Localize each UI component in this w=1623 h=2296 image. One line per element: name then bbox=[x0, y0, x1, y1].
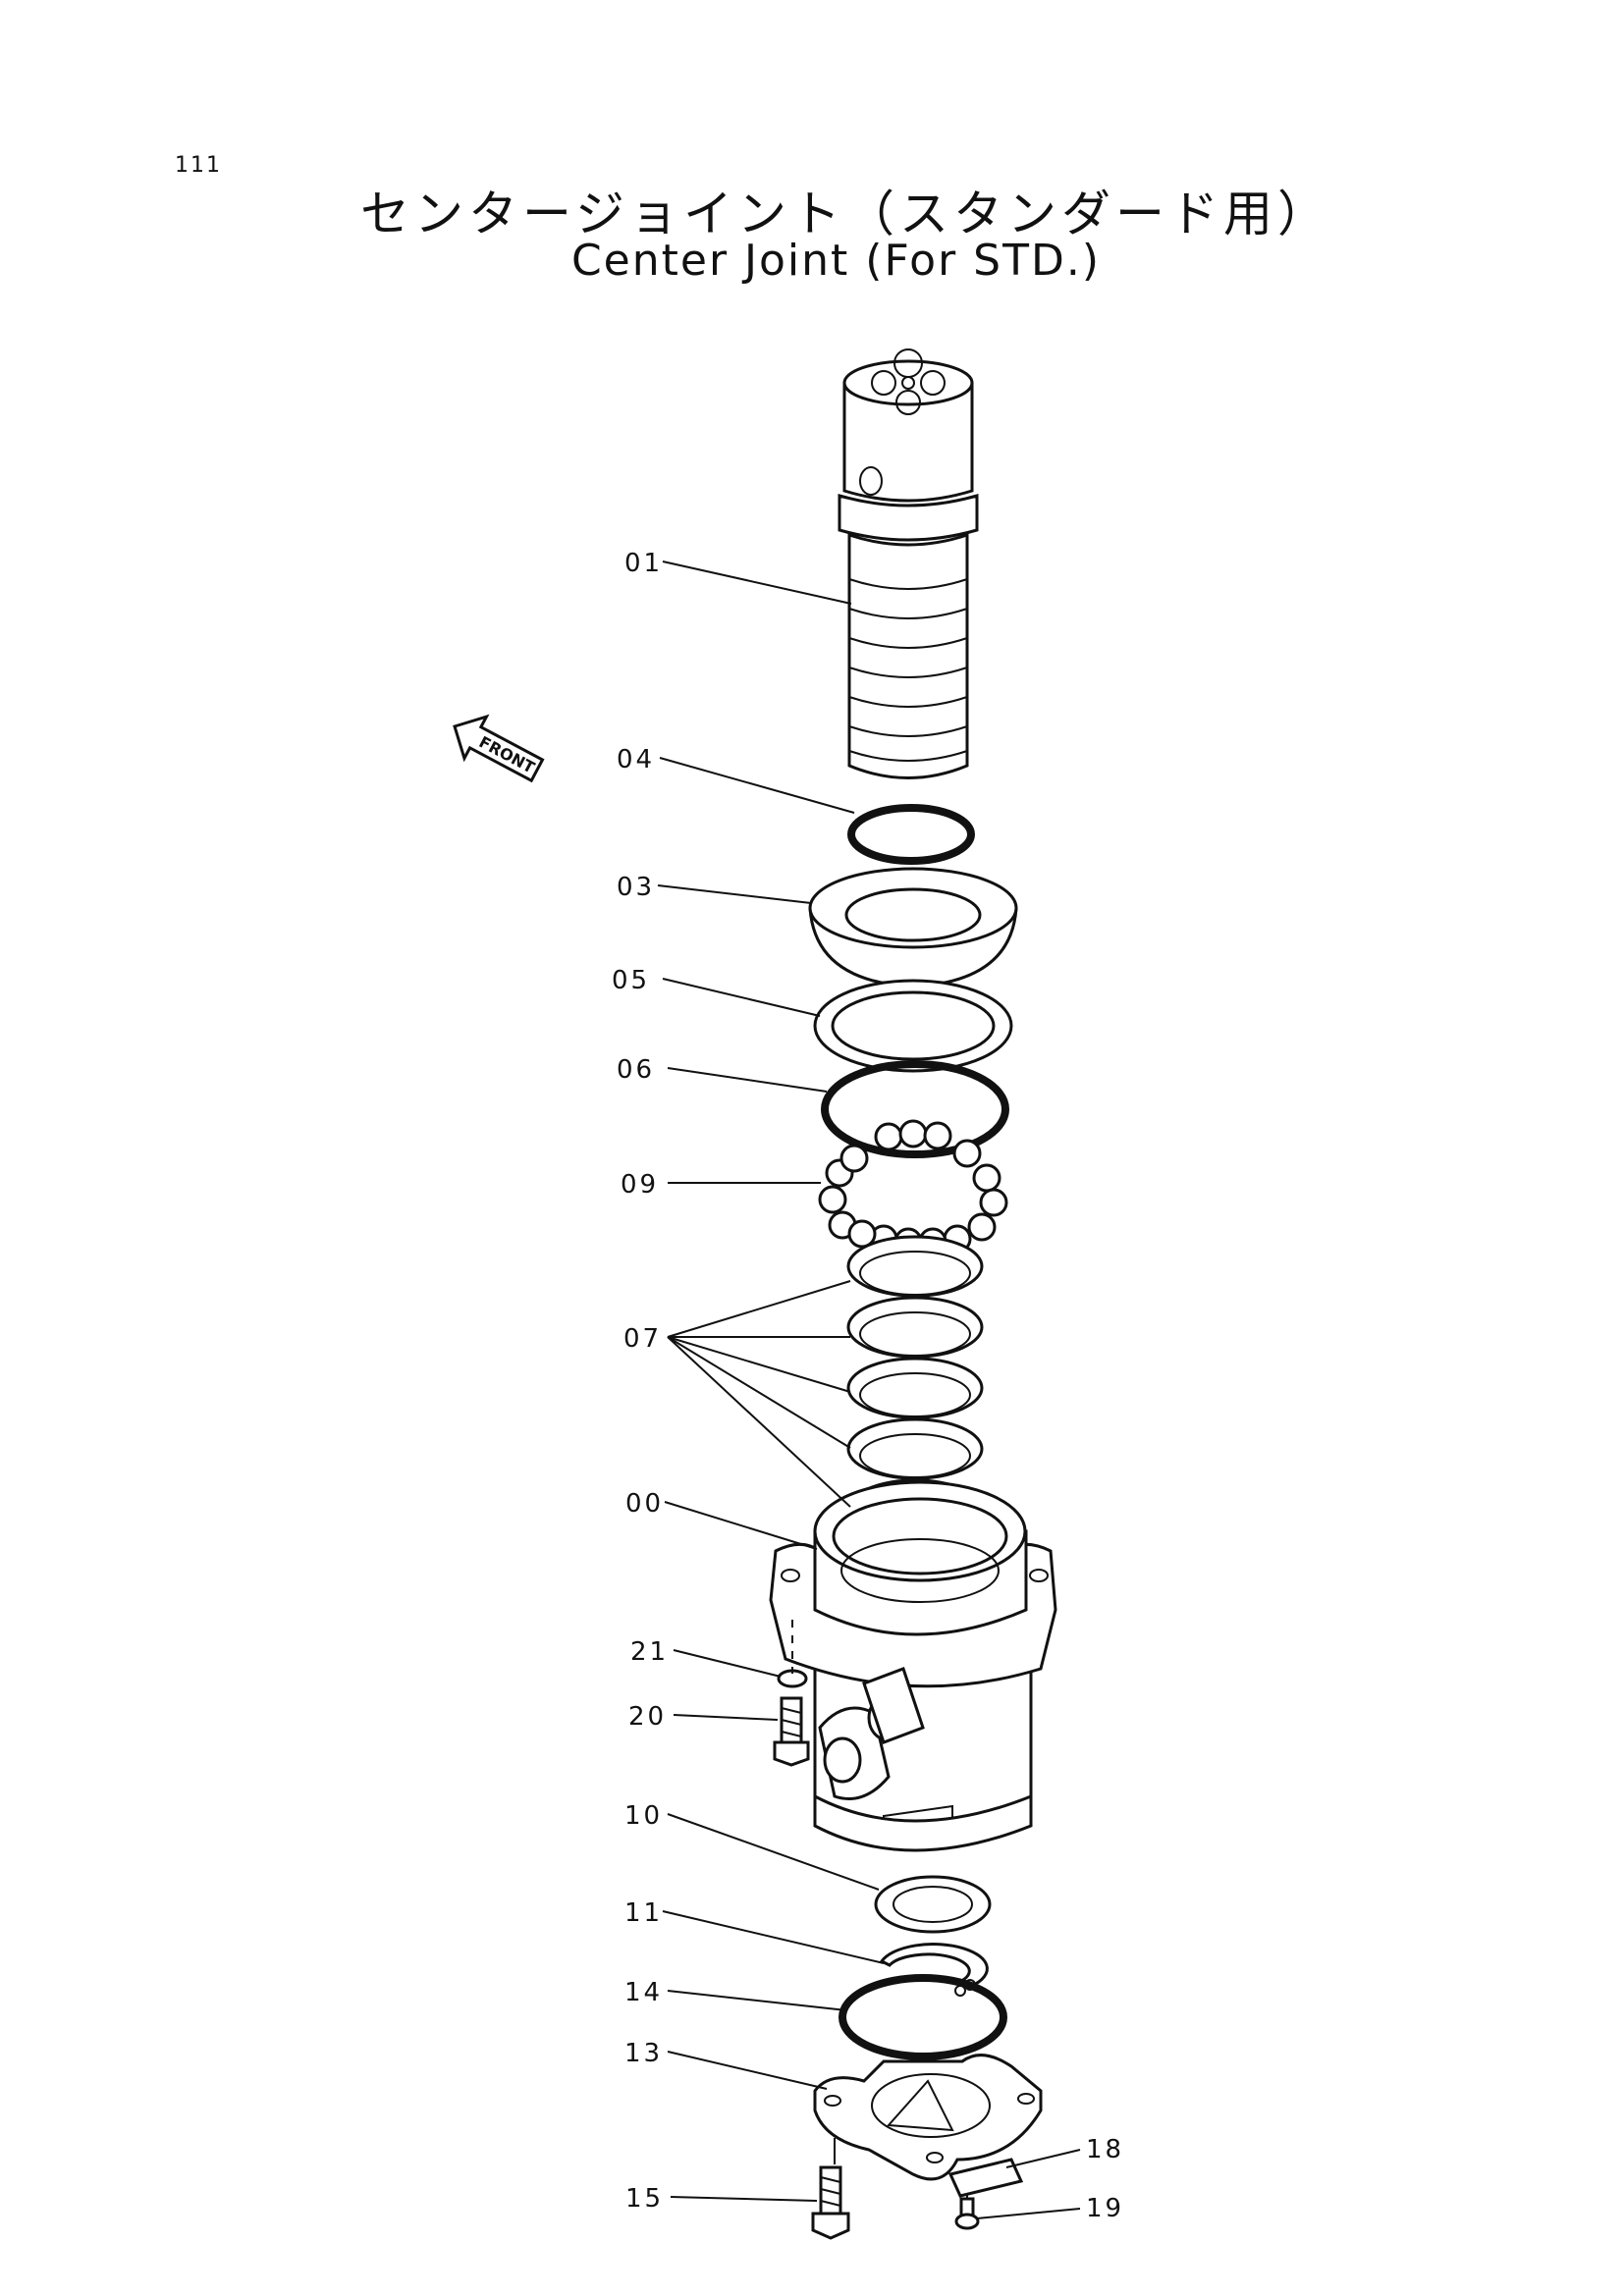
callout-00: 00 bbox=[625, 1489, 664, 1519]
part-15-bolt bbox=[811, 2165, 850, 2240]
part-18-plate bbox=[947, 2158, 1024, 2198]
callout-21: 21 bbox=[630, 1637, 669, 1667]
page-number: 111 bbox=[175, 153, 222, 178]
callout-05: 05 bbox=[612, 966, 650, 995]
callout-09: 09 bbox=[621, 1170, 659, 1200]
title-japanese: センタージョイント（スタンダード用） bbox=[360, 186, 1331, 242]
callout-14: 14 bbox=[624, 1978, 663, 2007]
part-19-screw bbox=[954, 2197, 980, 2230]
callout-06: 06 bbox=[617, 1055, 655, 1085]
callout-07: 07 bbox=[623, 1324, 662, 1354]
part-01-spindle bbox=[838, 348, 979, 779]
part-14-o-ring bbox=[839, 1974, 1007, 2060]
title-english: Center Joint (For STD.) bbox=[570, 236, 1102, 286]
leader-lines bbox=[657, 561, 1081, 2219]
part-10-plate bbox=[874, 1875, 992, 1934]
part-09-steel-balls bbox=[818, 1119, 1008, 1256]
front-arrow-icon: FRONT bbox=[453, 714, 545, 783]
part-04-o-ring bbox=[847, 804, 975, 865]
part-20-bolt bbox=[773, 1696, 810, 1767]
callout-labels: 01 04 03 05 06 09 07 00 21 20 10 11 14 1… bbox=[612, 549, 1124, 2223]
callout-10: 10 bbox=[624, 1801, 663, 1831]
callout-03: 03 bbox=[617, 873, 655, 902]
callout-04: 04 bbox=[617, 745, 655, 774]
part-03-dust-seal bbox=[808, 867, 1018, 988]
callout-13: 13 bbox=[624, 2039, 663, 2068]
callout-11: 11 bbox=[624, 1898, 663, 1928]
part-06-o-ring bbox=[821, 1060, 1009, 1158]
part-00-body bbox=[769, 1480, 1057, 1852]
callout-15: 15 bbox=[625, 2184, 664, 2214]
callout-19: 19 bbox=[1086, 2194, 1124, 2223]
callout-01: 01 bbox=[624, 549, 663, 578]
callout-20: 20 bbox=[628, 1702, 667, 1732]
part-05-ring bbox=[813, 979, 1013, 1073]
part-13-cover bbox=[813, 2054, 1043, 2181]
callout-18: 18 bbox=[1086, 2135, 1124, 2164]
